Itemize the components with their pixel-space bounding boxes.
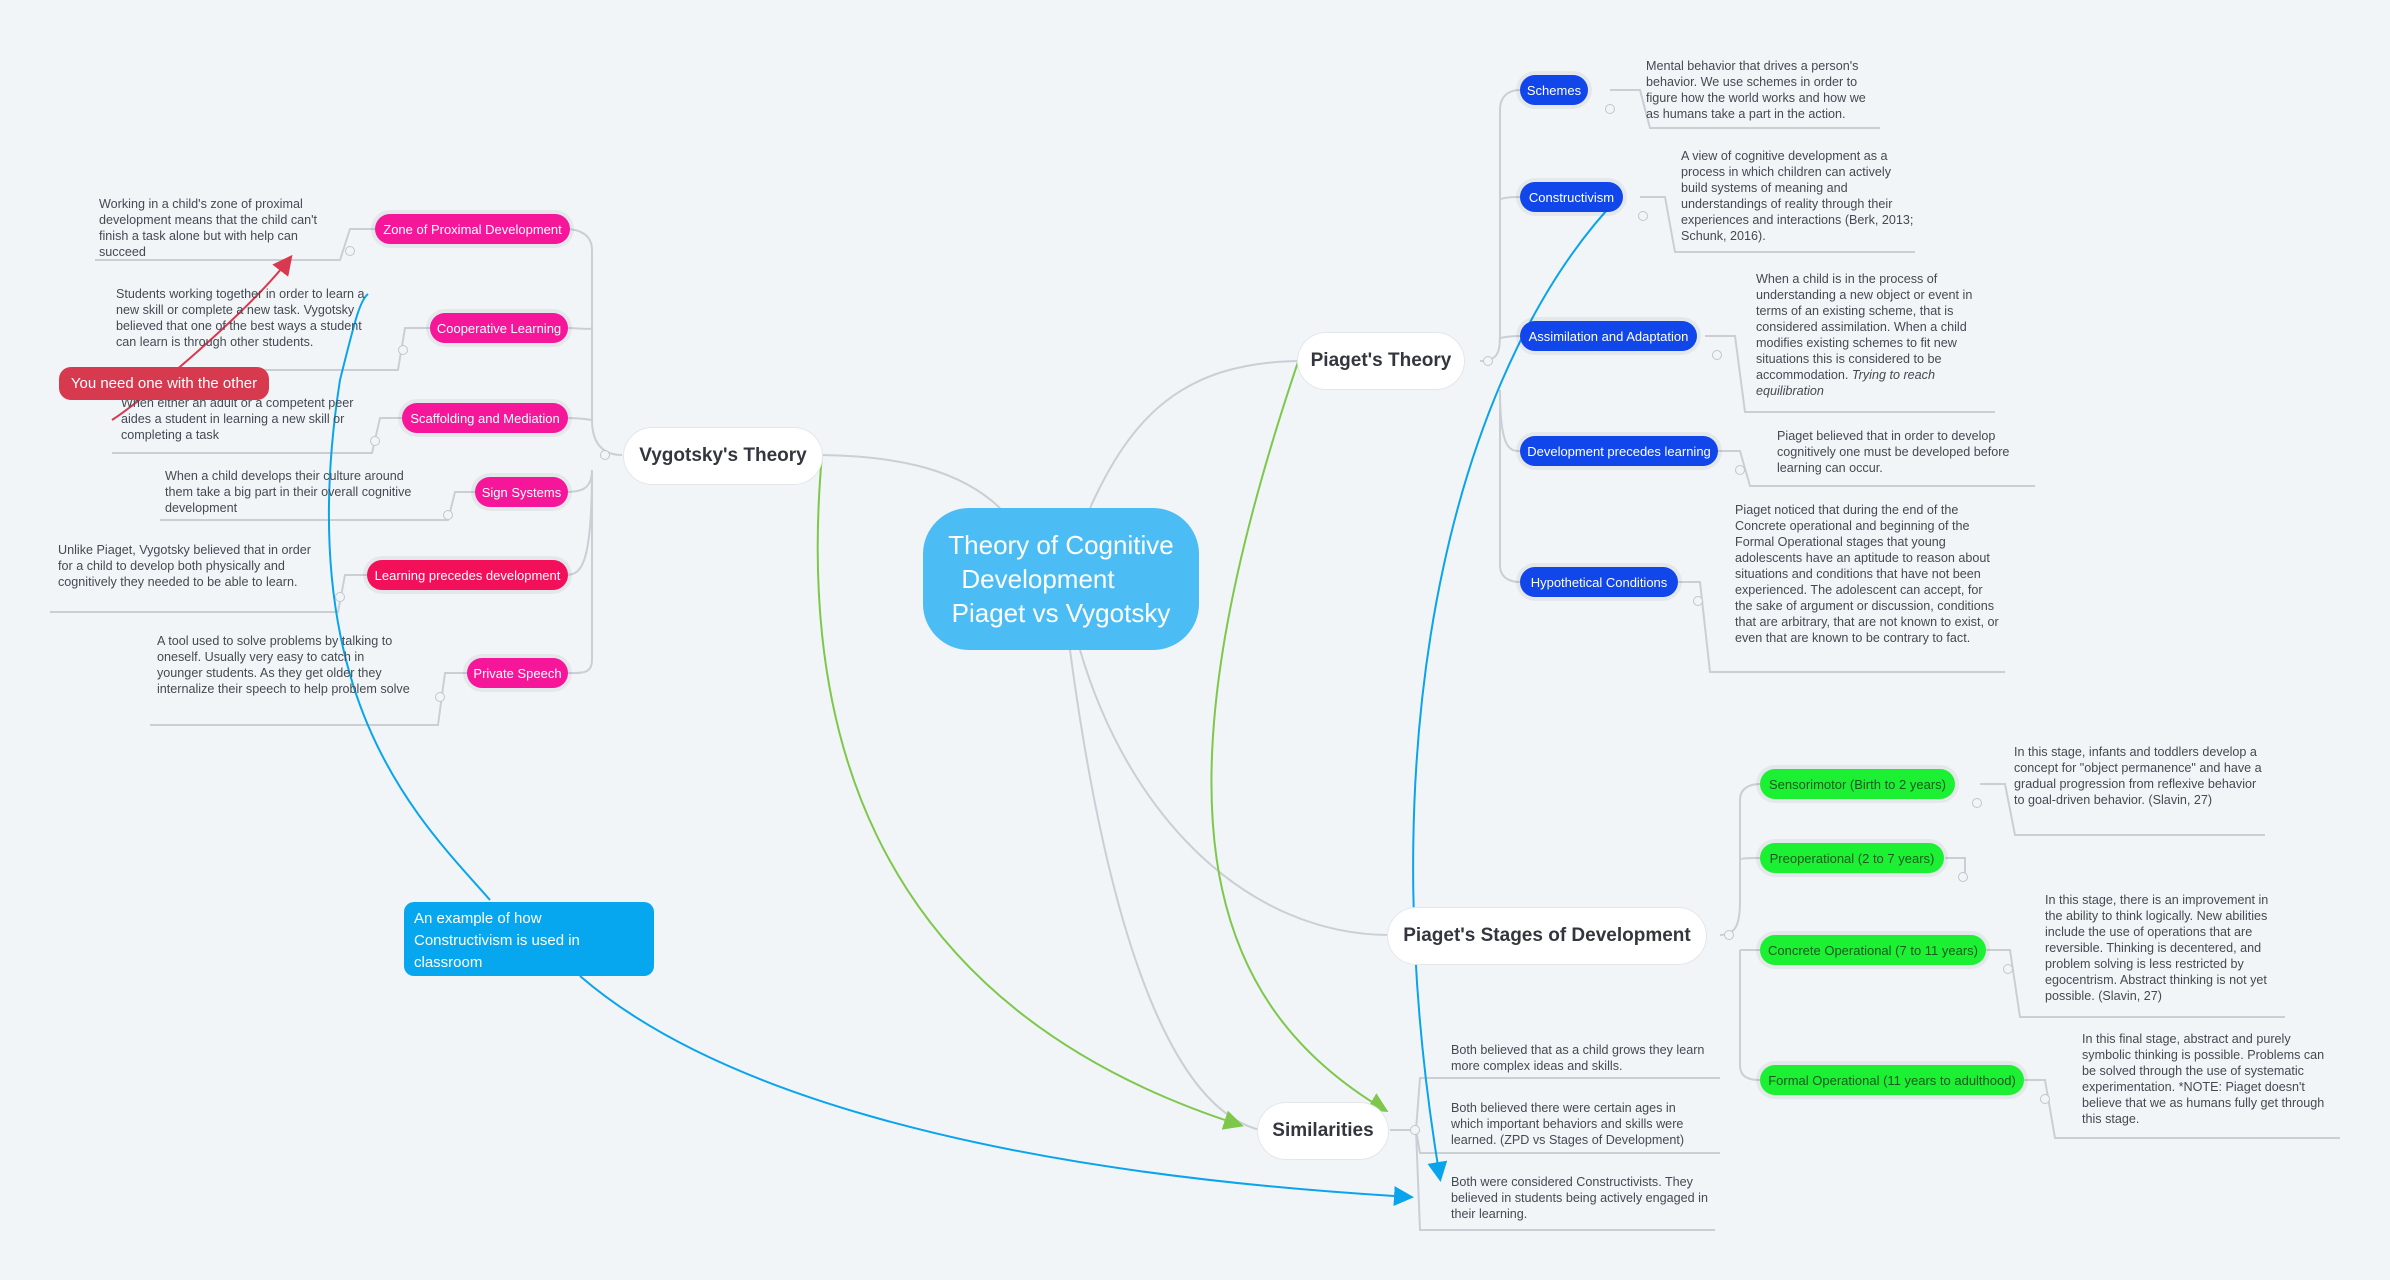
- subtopic-label: Private Speech: [473, 665, 562, 681]
- similarity-item: Both believed there were certain ages in…: [1451, 1101, 1685, 1147]
- stages-title: Piaget's Stages of Development: [1403, 925, 1691, 946]
- desc-sign-systems: When a child develops their culture arou…: [165, 469, 412, 515]
- collapse-dot[interactable]: [370, 436, 380, 446]
- collapse-dot[interactable]: [335, 592, 345, 602]
- subtopic-label: Concrete Operational (7 to 11 years): [1767, 942, 1979, 958]
- subtopic-development-precedes[interactable]: Development precedes learning: [1520, 436, 1718, 466]
- collapse-dot[interactable]: [1605, 104, 1615, 114]
- subtopic-scaffolding[interactable]: Scaffolding and Mediation: [402, 403, 568, 433]
- desc-hypothetical: Piaget noticed that during the end of th…: [1735, 503, 1999, 645]
- desc-private-speech: A tool used to solve problems by talking…: [157, 634, 410, 696]
- collapse-dot[interactable]: [345, 246, 355, 256]
- subtopic-cooperative-learning[interactable]: Cooperative Learning: [430, 313, 568, 343]
- callout-red-text: You need one with the other: [70, 375, 258, 392]
- collapse-dot[interactable]: [600, 450, 610, 460]
- subtopic-label: Zone of Proximal Development: [383, 221, 562, 237]
- subtopic-sensorimotor[interactable]: Sensorimotor (Birth to 2 years): [1760, 769, 1955, 799]
- subtopic-sign-systems[interactable]: Sign Systems: [475, 477, 568, 507]
- link-central-similarities: [1069, 649, 1261, 1131]
- collapse-dot[interactable]: [2003, 964, 2013, 974]
- desc-constructivism: A view of cognitive development as a pro…: [1681, 149, 1914, 243]
- link-central-vygotsky: [819, 454, 1001, 509]
- callout-blue-note[interactable]: An example of how Constructivism is used…: [404, 902, 654, 976]
- desc-assimilation-italic: Trying to reach equilibration: [1756, 368, 1935, 398]
- collapse-dot[interactable]: [2040, 1094, 2050, 1104]
- desc-zpd: Working in a child's zone of proximal de…: [99, 197, 318, 259]
- desc-cooperative-learning: Students working together in order to le…: [116, 287, 365, 349]
- callout-blue-text: An example of how Constructivism is used…: [414, 910, 580, 971]
- collapse-dot[interactable]: [435, 692, 445, 702]
- collapse-dot[interactable]: [1638, 211, 1648, 221]
- subtopic-hypothetical[interactable]: Hypothetical Conditions: [1520, 567, 1678, 597]
- central-title-line3: Piaget vs Vygotsky: [951, 598, 1171, 628]
- subtopic-label: Learning precedes development: [374, 567, 561, 583]
- subtopic-label: Preoperational (2 to 7 years): [1769, 850, 1935, 866]
- link-central-stages: [1079, 649, 1391, 936]
- desc-learning-precedes: Unlike Piaget, Vygotsky believed that in…: [58, 543, 311, 589]
- collapse-dot[interactable]: [1958, 872, 1968, 882]
- desc-schemes: Mental behavior that drives a person's b…: [1646, 59, 1866, 121]
- desc-assimilation-text: When a child is in the process of unders…: [1756, 272, 1973, 382]
- topic-piaget-stages[interactable]: Piaget's Stages of Development: [1388, 908, 1706, 964]
- subtopic-label: Schemes: [1526, 82, 1582, 98]
- topic-piaget-theory[interactable]: Piaget's Theory: [1298, 333, 1464, 389]
- collapse-dot[interactable]: [1712, 350, 1722, 360]
- similarity-item: Both were considered Constructivists. Th…: [1451, 1175, 1708, 1221]
- vygotsky-title: Vygotsky's Theory: [639, 445, 807, 466]
- collapse-dot[interactable]: [1693, 596, 1703, 606]
- subtopic-label: Sign Systems: [481, 484, 562, 500]
- subtopic-label: Constructivism: [1528, 189, 1615, 205]
- subtopic-label: Scaffolding and Mediation: [410, 410, 560, 426]
- similarity-item: Both believed that as a child grows they…: [1451, 1043, 1705, 1073]
- collapse-dot[interactable]: [443, 510, 453, 520]
- collapse-dot[interactable]: [1410, 1125, 1420, 1135]
- subtopic-label: Formal Operational (11 years to adulthoo…: [1768, 1072, 2016, 1088]
- central-topic[interactable]: Theory of Cognitive Development Piaget v…: [923, 508, 1199, 650]
- subtopic-preoperational[interactable]: Preoperational (2 to 7 years): [1760, 843, 1944, 873]
- subtopic-private-speech[interactable]: Private Speech: [467, 658, 568, 688]
- topic-similarities[interactable]: Similarities: [1258, 1103, 1388, 1159]
- desc-assimilation: When a child is in the process of unders…: [1756, 271, 1991, 399]
- collapse-dot[interactable]: [1972, 798, 1982, 808]
- desc-concrete-operational: In this stage, there is an improvement i…: [2045, 893, 2269, 1003]
- collapse-dot[interactable]: [1483, 356, 1493, 366]
- subtopic-label: Assimilation and Adaptation: [1528, 328, 1689, 344]
- collapse-dot[interactable]: [398, 345, 408, 355]
- subtopic-schemes[interactable]: Schemes: [1520, 75, 1588, 105]
- subtopic-concrete-operational[interactable]: Concrete Operational (7 to 11 years): [1760, 935, 1986, 965]
- desc-scaffolding: When either an adult or a competent peer…: [121, 396, 354, 442]
- subtopic-label: Development precedes learning: [1527, 443, 1711, 459]
- subtopic-label: Cooperative Learning: [436, 320, 562, 336]
- subtopic-learning-precedes[interactable]: Learning precedes development: [367, 560, 568, 590]
- similarities-title: Similarities: [1272, 1120, 1374, 1141]
- subtopic-assimilation[interactable]: Assimilation and Adaptation: [1520, 321, 1697, 351]
- link-vyg-trunk: [564, 228, 623, 675]
- subtopic-label: Hypothetical Conditions: [1530, 574, 1668, 590]
- collapse-dot[interactable]: [1735, 465, 1745, 475]
- subtopic-constructivism[interactable]: Constructivism: [1520, 182, 1623, 212]
- piaget-title: Piaget's Theory: [1310, 350, 1452, 371]
- collapse-dot[interactable]: [1724, 930, 1734, 940]
- desc-development-precedes: Piaget believed that in order to develop…: [1777, 429, 2010, 475]
- callout-red-note[interactable]: You need one with the other: [59, 367, 269, 400]
- central-title-line2: Development: [961, 564, 1115, 594]
- topic-vygotsky-theory[interactable]: Vygotsky's Theory: [624, 428, 822, 484]
- subtopic-formal-operational[interactable]: Formal Operational (11 years to adulthoo…: [1760, 1065, 2024, 1095]
- desc-formal-operational: In this final stage, abstract and purely…: [2082, 1032, 2325, 1126]
- desc-sensorimotor: In this stage, infants and toddlers deve…: [2014, 745, 2262, 807]
- subtopic-zpd[interactable]: Zone of Proximal Development: [375, 214, 570, 244]
- link-central-piaget: [1089, 360, 1301, 509]
- subtopic-label: Sensorimotor (Birth to 2 years): [1768, 776, 1946, 792]
- central-title-line1: Theory of Cognitive: [948, 530, 1174, 560]
